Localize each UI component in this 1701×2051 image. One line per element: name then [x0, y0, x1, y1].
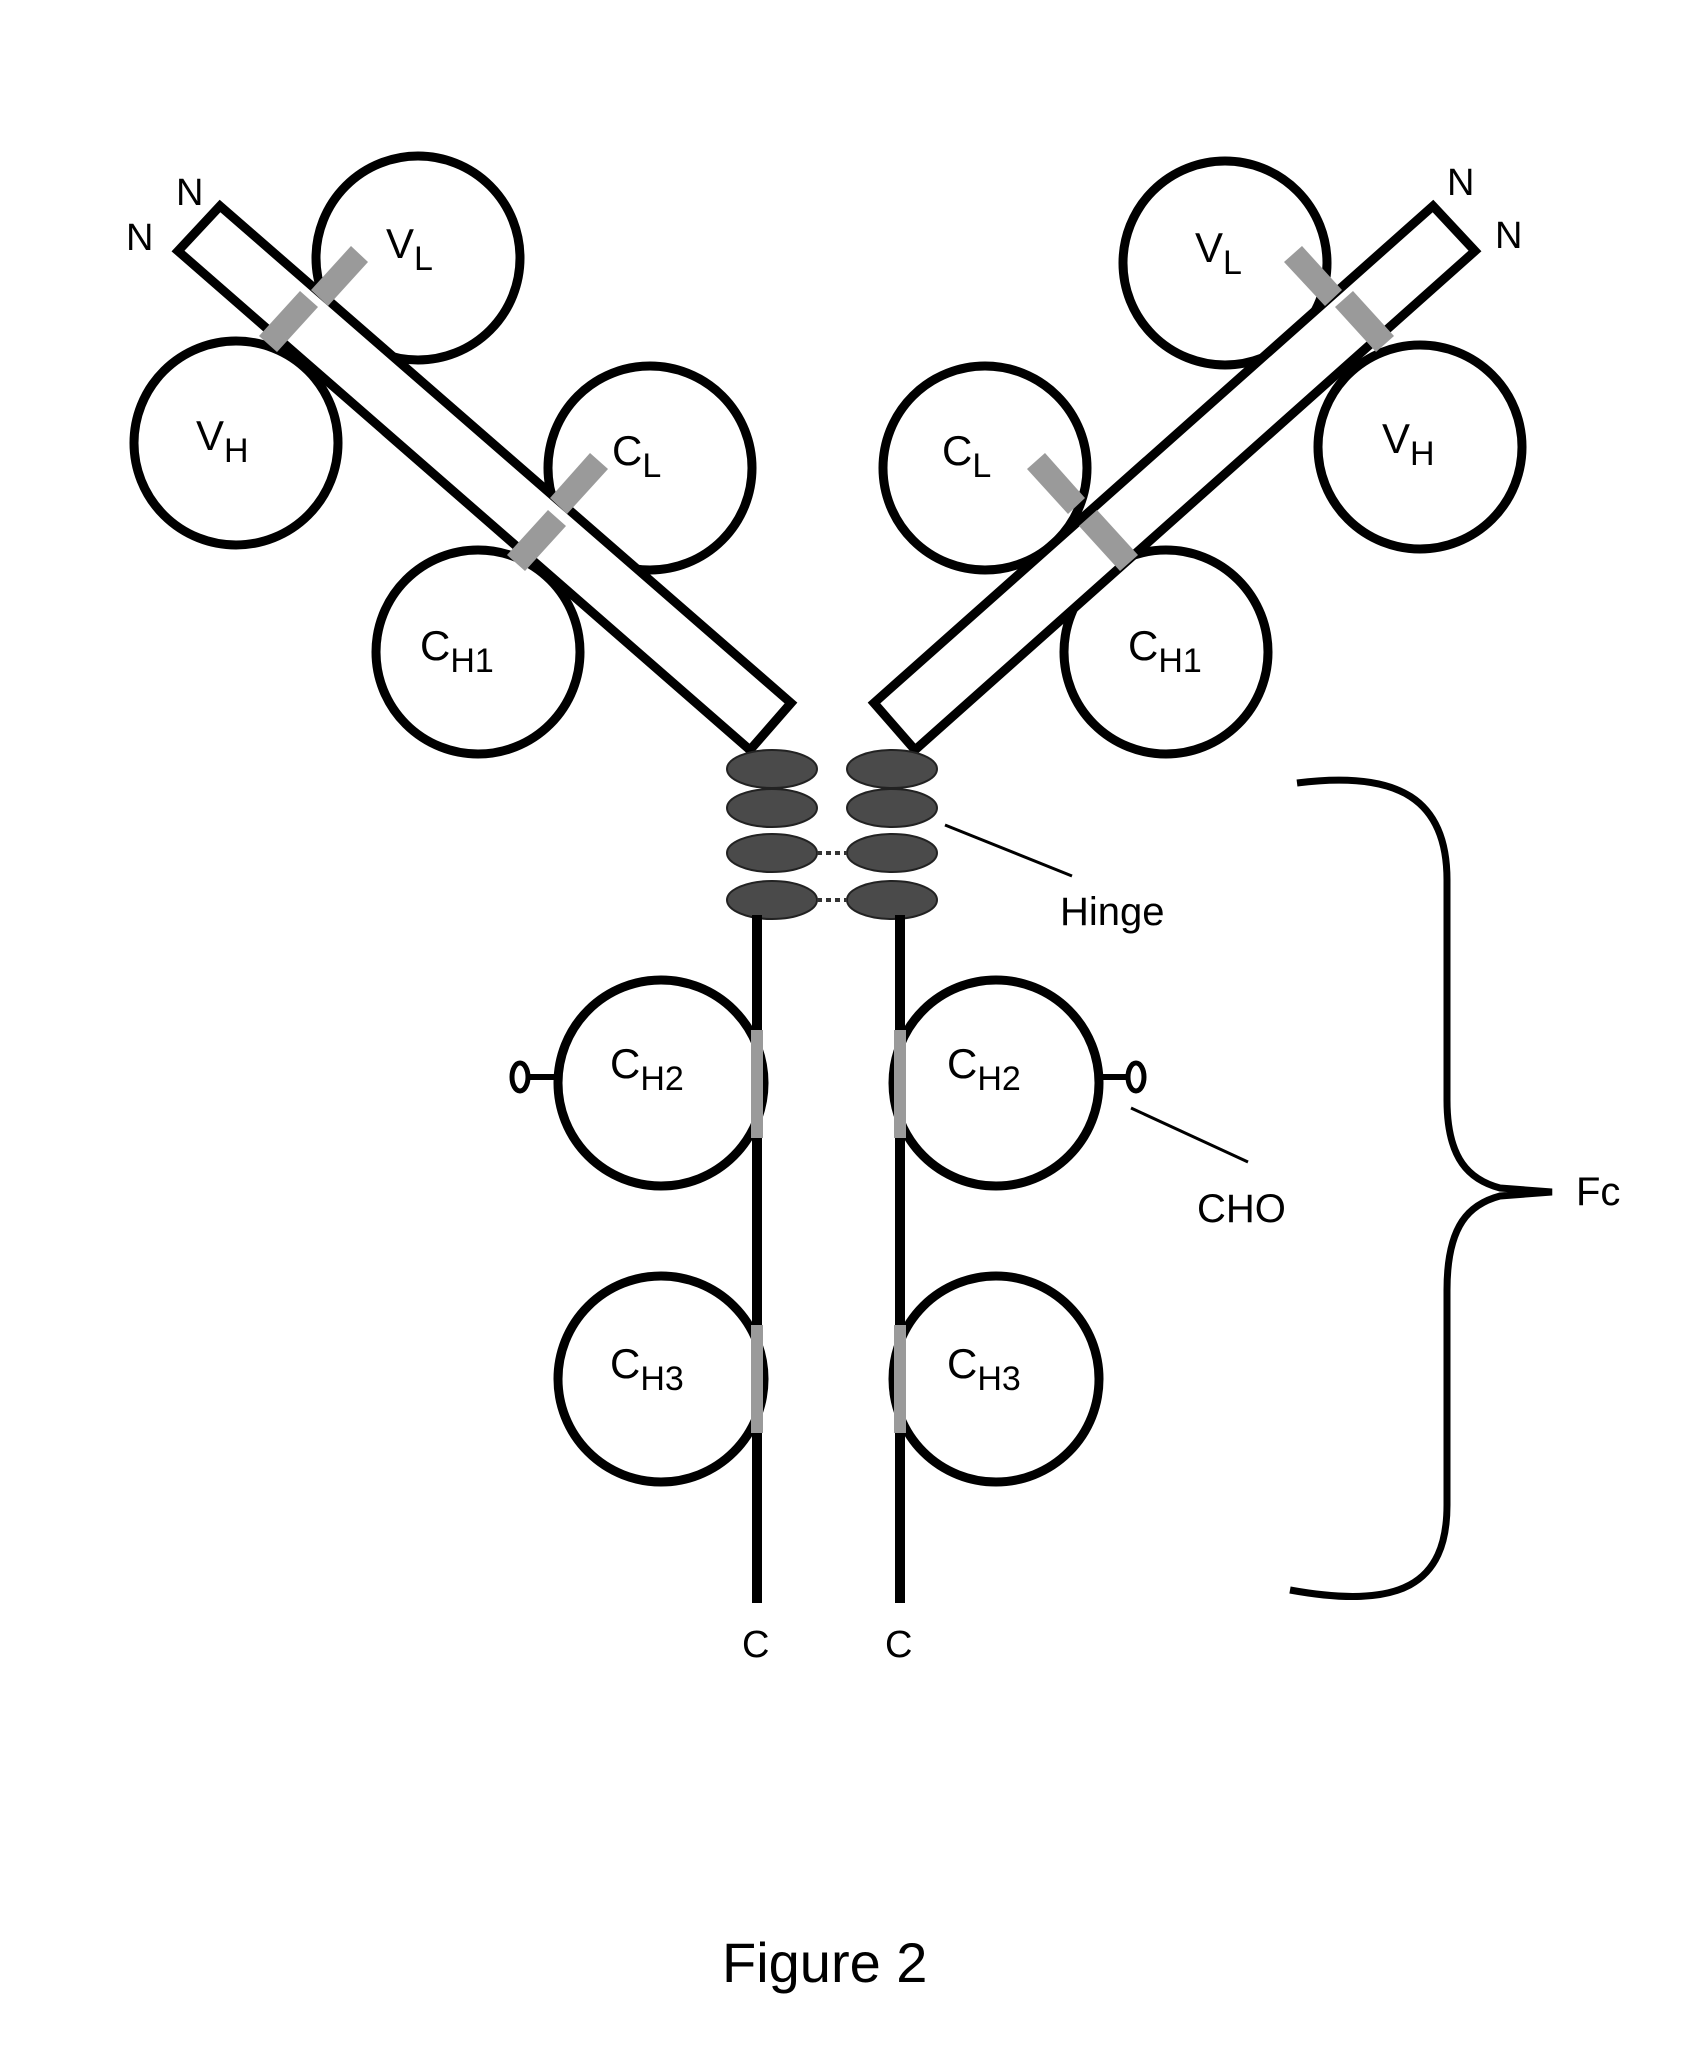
- hinge-blob: [726, 880, 818, 920]
- hinge-blob: [846, 880, 938, 920]
- cho-label: CHO: [1197, 1187, 1286, 1231]
- hinge-blob: [726, 749, 818, 789]
- left-glycan-icon: [509, 1060, 531, 1094]
- right-n-terminus-light: N: [1447, 162, 1474, 204]
- right-ch2-label: CH2: [947, 1040, 1021, 1098]
- left-ch1-domain: [371, 545, 585, 759]
- left-fab-arm: [129, 151, 798, 759]
- right-vl-label: VL: [1195, 224, 1242, 282]
- left-vh-label: VH: [196, 412, 249, 470]
- cho-leader-line: [1130, 1106, 1249, 1164]
- fc-label: Fc: [1576, 1170, 1620, 1214]
- right-cl-label: CL: [942, 427, 991, 485]
- right-vl-domain: [1118, 156, 1332, 370]
- termini-labels: N N N N C C: [126, 162, 1522, 1666]
- right-ch1-contact: [1079, 510, 1138, 571]
- hinge-blob: [846, 749, 938, 789]
- left-vl-contact: [311, 246, 368, 306]
- annotations: Hinge CHO Fc: [944, 776, 1620, 1600]
- right-vh-domain: [1313, 340, 1527, 554]
- right-vh-label: VH: [1382, 415, 1435, 473]
- right-vh-contact: [1335, 291, 1394, 352]
- hinge-leader-line: [944, 823, 1073, 878]
- hinge-label: Hinge: [1060, 890, 1165, 934]
- hinge-blob: [846, 833, 938, 873]
- left-ch2-label: CH2: [610, 1040, 684, 1098]
- left-vl-domain: [311, 151, 525, 365]
- left-n-terminus-light: N: [176, 172, 203, 214]
- right-glycan-icon: [1125, 1060, 1147, 1094]
- right-ch3-domain: [888, 1271, 1104, 1487]
- left-vl-label: VL: [386, 220, 433, 278]
- left-cl-contact: [550, 453, 608, 514]
- left-ch3-label: CH3: [610, 1340, 684, 1398]
- figure-caption: Figure 2: [722, 1931, 927, 1994]
- left-ch1-label: CH1: [420, 622, 494, 680]
- right-heavy-light-bar: [867, 199, 1482, 757]
- left-ch1-contact: [507, 510, 566, 571]
- right-fab-arm: [867, 156, 1527, 759]
- right-c-terminus: C: [885, 1624, 912, 1666]
- left-n-terminus-heavy: N: [126, 217, 153, 259]
- right-ch1-domain: [1059, 545, 1273, 759]
- left-c-terminus: C: [742, 1624, 769, 1666]
- fc-region: [509, 915, 1147, 1603]
- left-vh-domain: [129, 336, 343, 550]
- right-ch2-domain: [888, 975, 1104, 1191]
- left-heavy-light-bar: [171, 199, 798, 757]
- right-ch1-label: CH1: [1128, 622, 1202, 680]
- right-ch3-contact: [894, 1325, 906, 1433]
- right-n-terminus-heavy: N: [1495, 215, 1522, 257]
- right-vl-contact: [1284, 246, 1342, 306]
- left-ch2-domain: [553, 975, 769, 1191]
- left-vh-contact: [259, 291, 318, 352]
- domain-labels: VL VH CL CH1 VL VH CL CH1 CH2 CH3 CH2 CH…: [196, 220, 1435, 1398]
- fc-brace: [1289, 776, 1553, 1600]
- left-ch3-domain: [553, 1271, 769, 1487]
- left-cl-domain: [543, 361, 757, 575]
- left-cl-label: CL: [612, 427, 661, 485]
- right-cl-contact: [1027, 453, 1085, 514]
- hinge-region: [726, 749, 938, 920]
- hinge-blob: [726, 833, 818, 873]
- left-ch2-contact: [751, 1030, 763, 1138]
- right-ch3-label: CH3: [947, 1340, 1021, 1398]
- hinge-blob: [726, 788, 818, 828]
- right-ch2-contact: [894, 1030, 906, 1138]
- left-ch3-contact: [751, 1325, 763, 1433]
- hinge-blob: [846, 788, 938, 828]
- right-cl-domain: [878, 361, 1092, 575]
